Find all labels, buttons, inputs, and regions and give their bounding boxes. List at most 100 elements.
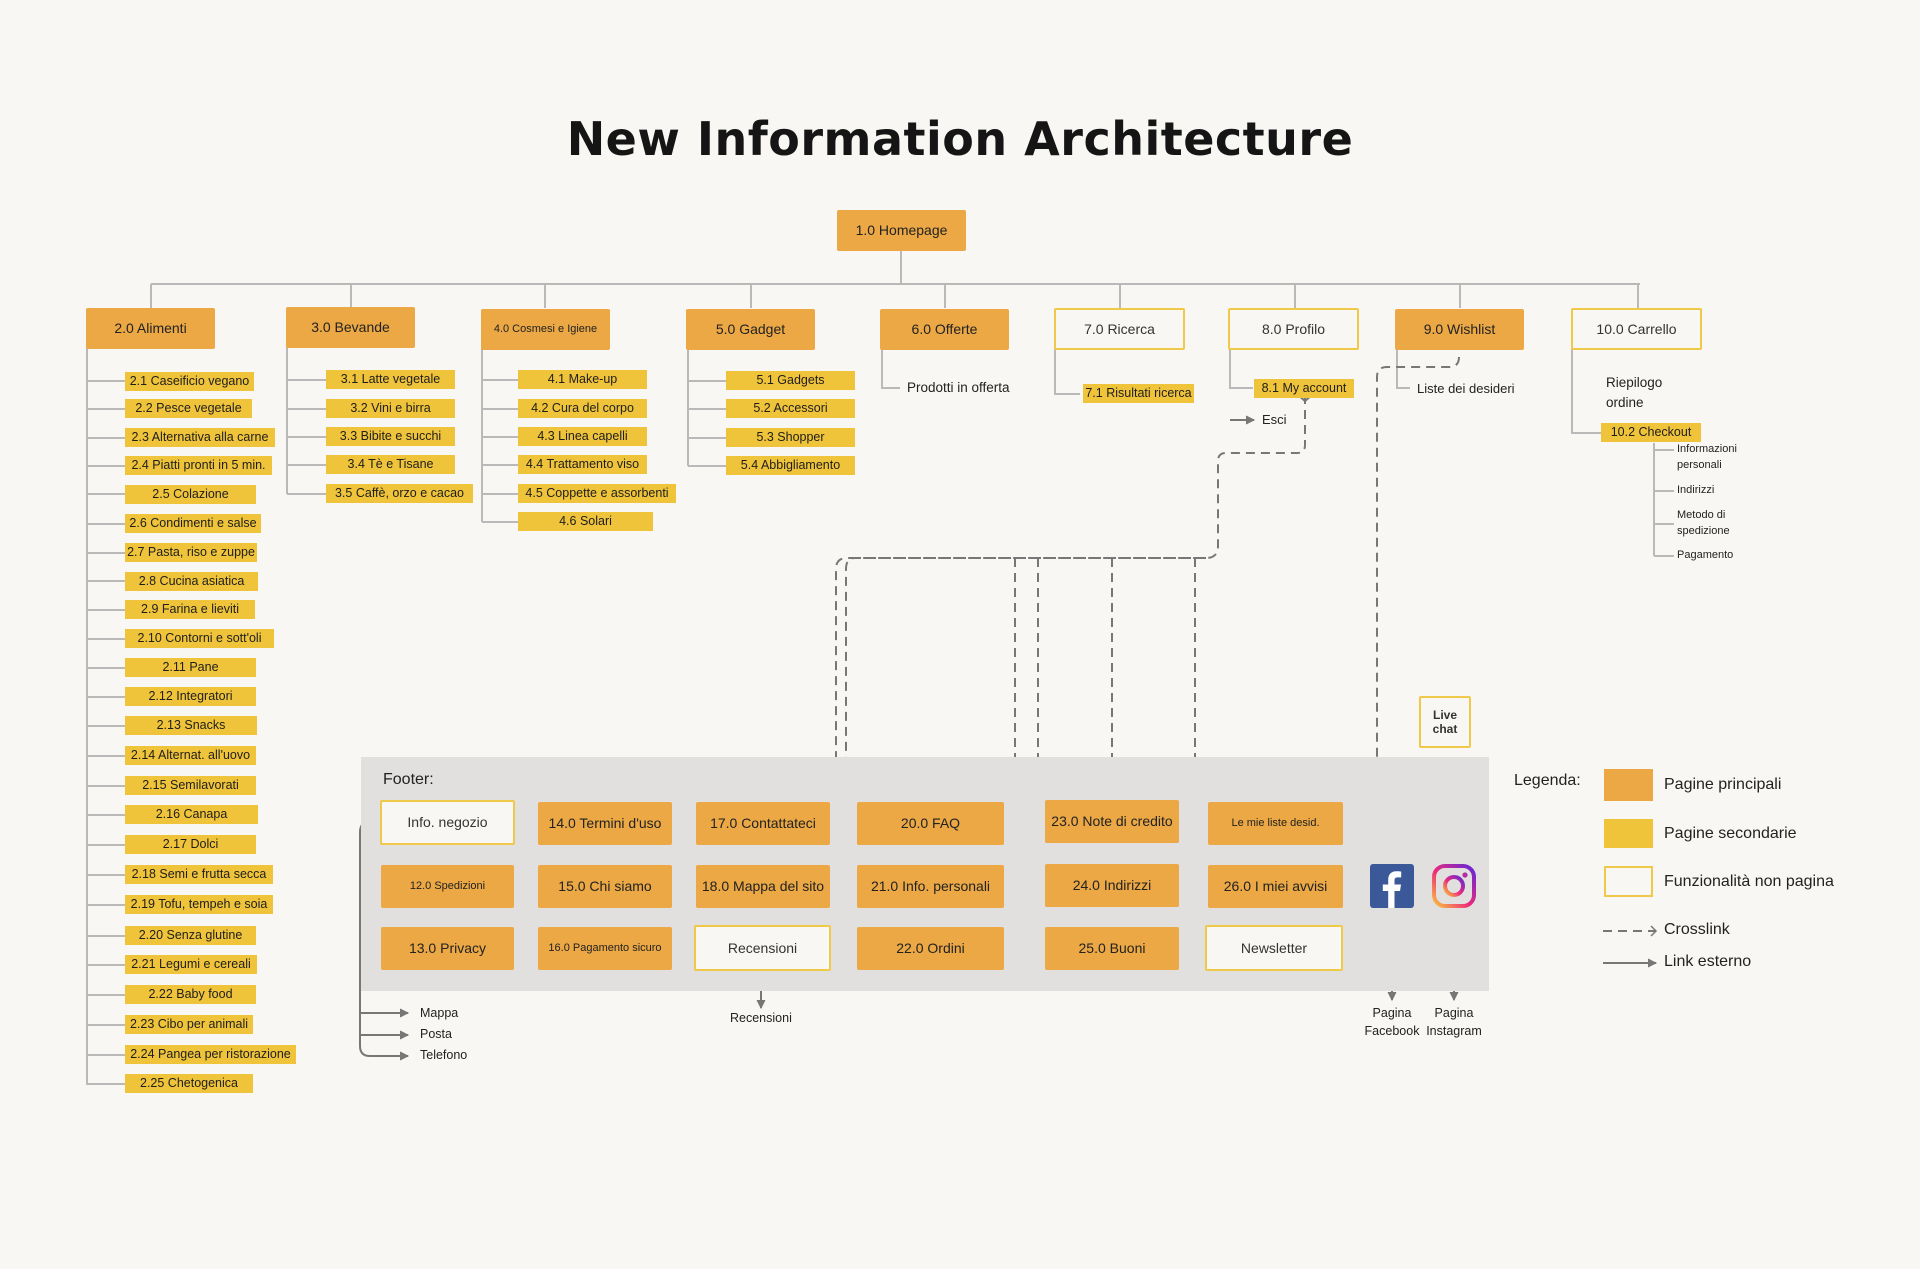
- link-telefono[interactable]: Telefono: [420, 1048, 468, 1062]
- node-wishlist[interactable]: 9.0 Wishlist: [1395, 309, 1524, 350]
- alimenti-item[interactable]: 2.3 Alternativa alla carne: [125, 428, 275, 447]
- bevande-item[interactable]: 3.5 Caffè, orzo e cacao: [326, 484, 473, 503]
- link-mappa[interactable]: Mappa: [420, 1006, 459, 1020]
- footer-privacy[interactable]: 13.0 Privacy: [381, 927, 514, 970]
- bevande-item[interactable]: 3.1 Latte vegetale: [326, 370, 455, 389]
- alimenti-item[interactable]: 2.20 Senza glutine: [125, 926, 256, 945]
- footer-newsletter[interactable]: Newsletter: [1205, 925, 1343, 971]
- alimenti-item[interactable]: 2.12 Integratori: [125, 687, 256, 706]
- alimenti-item[interactable]: 2.1 Caseificio vegano: [125, 372, 254, 391]
- footer-pagamento[interactable]: 16.0 Pagamento sicuro: [538, 927, 672, 970]
- cosmesi-item[interactable]: 4.2 Cura del corpo: [518, 399, 647, 418]
- alimenti-item[interactable]: 2.18 Semi e frutta secca: [125, 865, 273, 884]
- alimenti-item[interactable]: 2.22 Baby food: [125, 985, 256, 1004]
- offerte-child[interactable]: Prodotti in offerta: [907, 380, 1010, 395]
- cosmesi-item[interactable]: 4.3 Linea capelli: [518, 427, 647, 446]
- legend-swatch-main: [1604, 769, 1653, 801]
- footer-recensioni[interactable]: Recensioni: [694, 925, 831, 971]
- alimenti-item[interactable]: 2.25 Chetogenica: [125, 1074, 253, 1093]
- alimenti-item[interactable]: 2.21 Legumi e cereali: [125, 955, 257, 974]
- node-gadget[interactable]: 5.0 Gadget: [686, 309, 815, 350]
- node-homepage[interactable]: 1.0 Homepage: [837, 210, 966, 251]
- footer-liste-desid[interactable]: Le mie liste desid.: [1208, 802, 1343, 845]
- footer-buoni[interactable]: 25.0 Buoni: [1045, 927, 1179, 970]
- instagram-icon[interactable]: [1432, 864, 1476, 908]
- wishlist-child[interactable]: Liste dei desideri: [1417, 381, 1515, 396]
- legend-label: Legenda:: [1514, 772, 1581, 789]
- alimenti-item[interactable]: 2.9 Farina e lieviti: [125, 600, 255, 619]
- gadget-item[interactable]: 5.3 Shopper: [726, 428, 855, 447]
- alimenti-item[interactable]: 2.5 Colazione: [125, 485, 256, 504]
- node-bevande[interactable]: 3.0 Bevande: [286, 307, 415, 348]
- footer-ordini[interactable]: 22.0 Ordini: [857, 927, 1004, 970]
- footer-avvisi[interactable]: 26.0 I miei avvisi: [1208, 865, 1343, 908]
- alimenti-item[interactable]: 2.7 Pasta, riso e zuppe: [125, 543, 257, 562]
- alimenti-item[interactable]: 2.17 Dolci: [125, 835, 256, 854]
- legend-swatch-function: [1604, 866, 1653, 897]
- cosmesi-item[interactable]: 4.5 Coppette e assorbenti: [518, 484, 676, 503]
- alimenti-item[interactable]: 2.4 Piatti pronti in 5 min.: [125, 456, 272, 475]
- bevande-item[interactable]: 3.3 Bibite e succhi: [326, 427, 455, 446]
- bevande-item[interactable]: 3.2 Vini e birra: [326, 399, 455, 418]
- footer-chi-siamo[interactable]: 15.0 Chi siamo: [538, 865, 672, 908]
- alimenti-item[interactable]: 2.8 Cucina asiatica: [125, 572, 258, 591]
- alimenti-item[interactable]: 2.6 Condimenti e salse: [125, 514, 261, 533]
- link-recensioni[interactable]: Recensioni: [730, 1011, 792, 1025]
- footer-spedizioni[interactable]: 12.0 Spedizioni: [381, 865, 514, 908]
- checkout-item-indirizzi: Indirizzi: [1677, 484, 1715, 496]
- ricerca-child[interactable]: 7.1 Risultati ricerca: [1083, 384, 1194, 403]
- carrello-riepilogo[interactable]: Riepilogo ordine: [1606, 375, 1663, 410]
- carrello-checkout[interactable]: 10.2 Checkout: [1601, 423, 1701, 442]
- gadget-item[interactable]: 5.4 Abbigliamento: [726, 456, 855, 475]
- alimenti-item[interactable]: 2.13 Snacks: [125, 716, 257, 735]
- gadget-item[interactable]: 5.2 Accessori: [726, 399, 855, 418]
- node-ricerca[interactable]: 7.0 Ricerca: [1054, 308, 1185, 350]
- facebook-icon[interactable]: [1370, 864, 1414, 908]
- link-posta[interactable]: Posta: [420, 1027, 452, 1041]
- alimenti-item[interactable]: 2.11 Pane: [125, 658, 256, 677]
- gadget-item[interactable]: 5.1 Gadgets: [726, 371, 855, 390]
- footer-indirizzi[interactable]: 24.0 Indirizzi: [1045, 864, 1179, 907]
- profilo-child[interactable]: 8.1 My account: [1254, 379, 1354, 398]
- legend-swatch-secondary: [1604, 819, 1653, 848]
- node-alimenti[interactable]: 2.0 Alimenti: [86, 308, 215, 349]
- link-instagram[interactable]: Pagina Instagram: [1426, 1006, 1482, 1039]
- profilo-exit[interactable]: Esci: [1262, 412, 1287, 427]
- legend-function: Funzionalità non pagina: [1664, 873, 1834, 890]
- checkout-item-spedizione: Metodo di spedizione: [1677, 509, 1730, 537]
- footer-label: Footer:: [383, 771, 434, 788]
- legend-secondary: Pagine secondarie: [1664, 825, 1797, 842]
- alimenti-item[interactable]: 2.16 Canapa: [125, 805, 258, 824]
- checkout-item-info: Informazioni personali: [1677, 443, 1737, 471]
- alimenti-item[interactable]: 2.10 Contorni e sott'oli: [125, 629, 274, 648]
- node-offerte[interactable]: 6.0 Offerte: [880, 309, 1009, 350]
- alimenti-item[interactable]: 2.23 Cibo per animali: [125, 1015, 253, 1034]
- node-profilo[interactable]: 8.0 Profilo: [1228, 308, 1359, 350]
- footer-mappa-sito[interactable]: 18.0 Mappa del sito: [696, 865, 830, 908]
- cosmesi-item[interactable]: 4.1 Make-up: [518, 370, 647, 389]
- footer-contattateci[interactable]: 17.0 Contattateci: [696, 802, 830, 845]
- cosmesi-item[interactable]: 4.6 Solari: [518, 512, 653, 531]
- cosmesi-item[interactable]: 4.4 Trattamento viso: [518, 455, 647, 474]
- footer-note-credito[interactable]: 23.0 Note di credito: [1045, 800, 1179, 843]
- legend-external: Link esterno: [1664, 953, 1752, 970]
- footer-info-personali[interactable]: 21.0 Info. personali: [857, 865, 1004, 908]
- link-facebook[interactable]: Pagina Facebook: [1364, 1006, 1420, 1039]
- alimenti-item[interactable]: 2.24 Pangea per ristorazione: [125, 1045, 296, 1064]
- footer-faq[interactable]: 20.0 FAQ: [857, 802, 1004, 845]
- bevande-item[interactable]: 3.4 Tè e Tisane: [326, 455, 455, 474]
- node-carrello[interactable]: 10.0 Carrello: [1571, 308, 1702, 350]
- alimenti-item[interactable]: 2.19 Tofu, tempeh e soia: [125, 895, 273, 914]
- alimenti-item[interactable]: 2.15 Semilavorati: [125, 776, 256, 795]
- node-cosmesi[interactable]: 4.0 Cosmesi e Igiene: [481, 309, 610, 350]
- legend-crosslink: Crosslink: [1664, 921, 1730, 938]
- checkout-item-pagamento: Pagamento: [1677, 549, 1734, 561]
- legend-main: Pagine principali: [1664, 776, 1782, 793]
- alimenti-item[interactable]: 2.14 Alternat. all'uovo: [125, 746, 256, 765]
- live-chat-button[interactable]: Live chat: [1419, 696, 1471, 748]
- page-title: New Information Architecture: [566, 112, 1354, 166]
- footer-termini[interactable]: 14.0 Termini d'uso: [538, 802, 672, 845]
- alimenti-item[interactable]: 2.2 Pesce vegetale: [125, 399, 252, 418]
- footer-info-negozio[interactable]: Info. negozio: [380, 800, 515, 845]
